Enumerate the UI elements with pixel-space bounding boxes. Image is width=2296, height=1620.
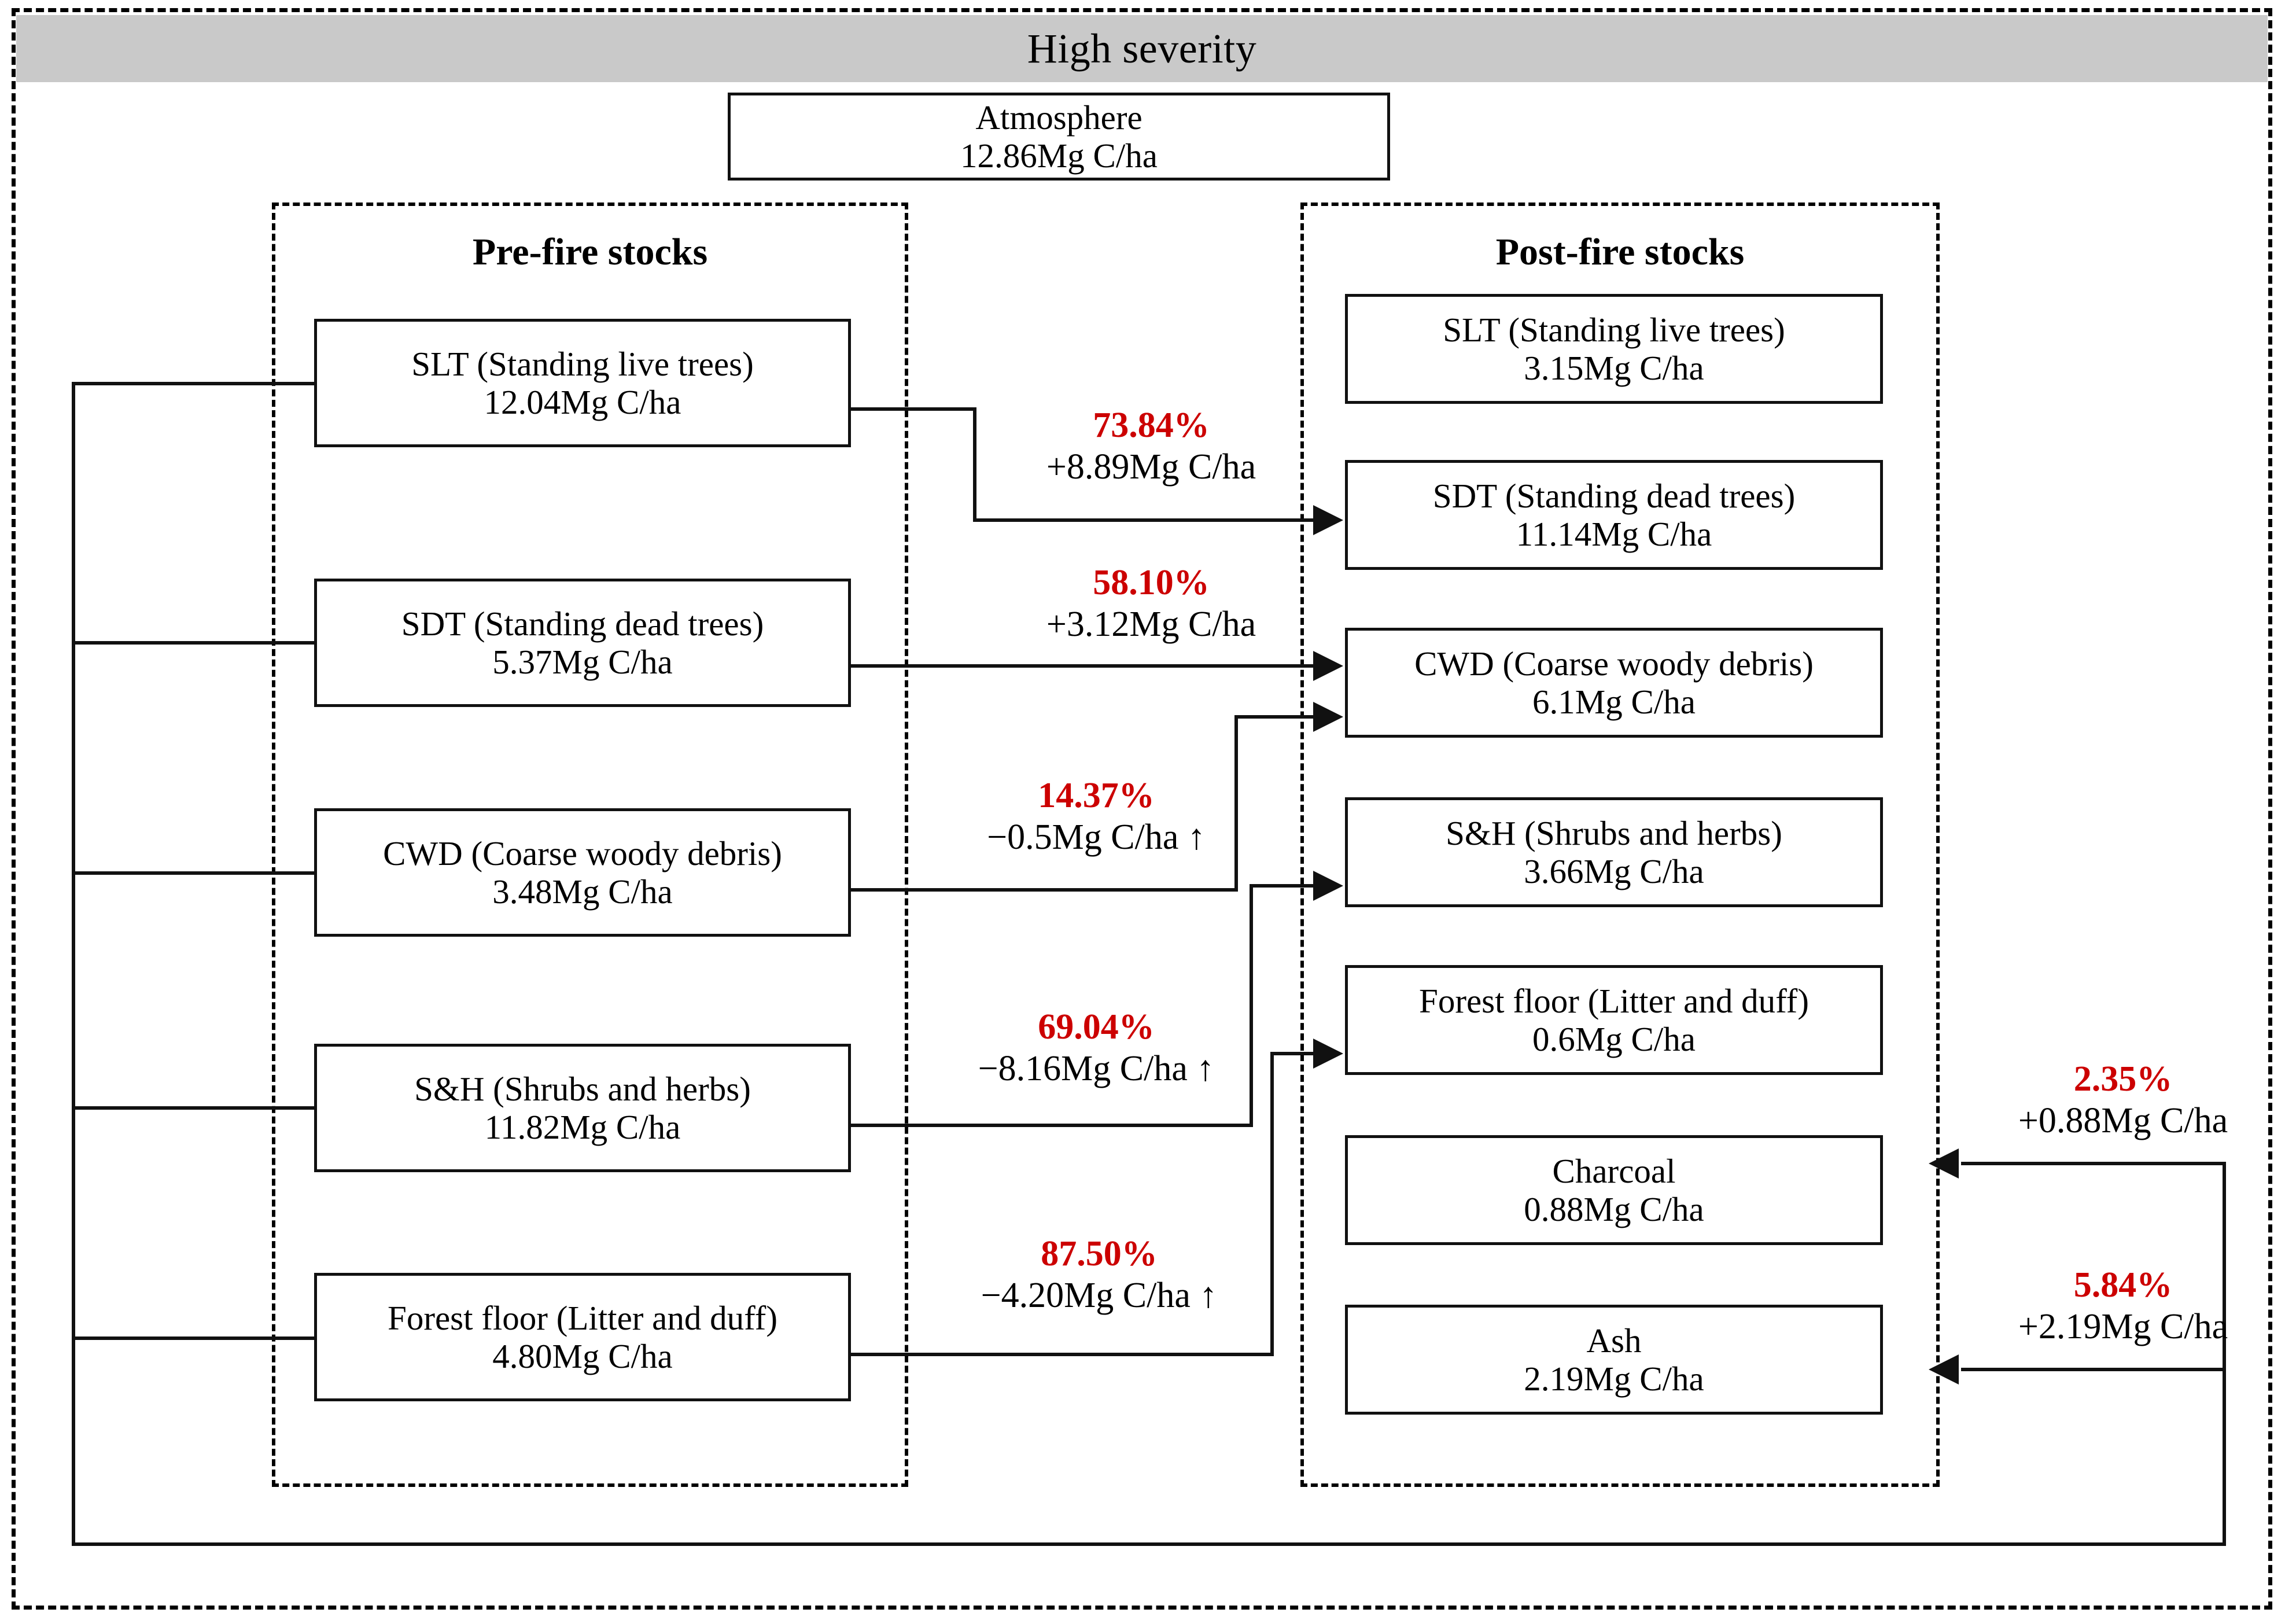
flow-label-ash-percent: 5.84% <box>2073 1265 2173 1305</box>
bottom-return-line <box>72 1542 2226 1546</box>
node-pre-sdt-name: SDT (Standing dead trees) <box>401 604 764 643</box>
node-post-sh-name: S&H (Shrubs and herbs) <box>1446 813 1782 852</box>
node-post-ash-name: Ash <box>1586 1321 1642 1360</box>
node-pre-slt-name: SLT (Standing live trees) <box>411 344 754 383</box>
node-pre-sh-name: S&H (Shrubs and herbs) <box>414 1069 751 1108</box>
flow-label-ff-percent: 87.50% <box>1041 1234 1158 1273</box>
flow-label-ash-amount: +2.19Mg C/ha <box>2018 1306 2228 1346</box>
pre-fire-panel <box>272 203 908 1487</box>
post-fire-panel <box>1300 203 1940 1487</box>
flow-ash-arrowhead <box>1929 1354 1959 1385</box>
node-post-slt: SLT (Standing live trees) 3.15Mg C/ha <box>1345 294 1883 404</box>
node-pre-sdt-value: 5.37Mg C/ha <box>492 643 673 681</box>
left-bracket-branch-slt <box>72 382 316 385</box>
node-post-cwd: CWD (Coarse woody debris) 6.1Mg C/ha <box>1345 628 1883 738</box>
node-post-ash: Ash 2.19Mg C/ha <box>1345 1305 1883 1415</box>
node-atmosphere-name: Atmosphere <box>975 98 1143 137</box>
flow-label-ash: 5.84% +2.19Mg C/ha <box>1961 1265 2285 1348</box>
flow-cwd-seg-v <box>1234 715 1238 892</box>
node-pre-forest-floor-name: Forest floor (Litter and duff) <box>388 1298 777 1337</box>
flow-label-charcoal-amount: +0.88Mg C/ha <box>2018 1100 2228 1140</box>
flow-label-sh: 69.04% −8.16Mg C/ha ↑ <box>928 1007 1264 1090</box>
flow-sh-arrowhead <box>1313 871 1343 901</box>
flow-label-sh-percent: 69.04% <box>1038 1007 1155 1047</box>
node-post-forest-floor-value: 0.6Mg C/ha <box>1532 1020 1696 1058</box>
node-pre-cwd-name: CWD (Coarse woody debris) <box>383 834 782 872</box>
flow-label-slt-sdt-percent: 73.84% <box>1093 406 1210 445</box>
node-atmosphere: Atmosphere 12.86Mg C/ha <box>728 93 1390 181</box>
flow-sh-seg-h1 <box>848 1124 1253 1127</box>
flow-label-sdt-cwd-percent: 58.10% <box>1093 563 1210 602</box>
flow-cwd-seg-h2 <box>1234 715 1314 719</box>
node-post-slt-name: SLT (Standing live trees) <box>1443 310 1785 349</box>
flow-slt-sdt-arrowhead <box>1313 505 1343 535</box>
flow-label-slt-sdt-amount: +8.89Mg C/ha <box>1046 447 1256 487</box>
flow-label-cwd-amount: −0.5Mg C/ha ↑ <box>987 817 1206 857</box>
flow-label-sdt-cwd-amount: +3.12Mg C/ha <box>1046 604 1256 644</box>
node-pre-forest-floor: Forest floor (Litter and duff) 4.80Mg C/… <box>314 1273 851 1401</box>
flow-cwd-arrowhead <box>1313 702 1343 732</box>
right-return-spine <box>2223 1162 2226 1546</box>
flow-label-sh-amount: −8.16Mg C/ha ↑ <box>978 1048 1215 1088</box>
left-bracket-branch-forest-floor <box>72 1337 316 1340</box>
flow-charcoal-seg-h <box>1961 1162 2225 1165</box>
flow-label-ff: 87.50% −4.20Mg C/ha ↑ <box>926 1234 1273 1317</box>
left-bracket-branch-cwd <box>72 871 316 875</box>
node-post-slt-value: 3.15Mg C/ha <box>1524 349 1704 387</box>
flow-sdt-cwd-seg-h <box>848 664 1314 668</box>
outer-dashed-frame <box>12 8 2272 1610</box>
pre-fire-panel-title: Pre-fire stocks <box>472 231 708 273</box>
flow-sh-seg-h2 <box>1250 884 1314 888</box>
node-atmosphere-value: 12.86Mg C/ha <box>960 137 1158 175</box>
flow-slt-sdt-seg-v <box>973 407 976 522</box>
node-post-sdt-name: SDT (Standing dead trees) <box>1432 476 1796 515</box>
node-post-sh: S&H (Shrubs and herbs) 3.66Mg C/ha <box>1345 797 1883 907</box>
flow-label-cwd: 14.37% −0.5Mg C/ha ↑ <box>931 775 1261 859</box>
node-post-sh-value: 3.66Mg C/ha <box>1524 852 1704 890</box>
node-post-ash-value: 2.19Mg C/ha <box>1524 1360 1704 1398</box>
node-post-charcoal-name: Charcoal <box>1552 1151 1676 1190</box>
flow-ff-seg-h1 <box>848 1353 1274 1356</box>
flow-ff-seg-h2 <box>1270 1052 1314 1055</box>
left-bracket-branch-sdt <box>72 641 316 645</box>
flow-charcoal-arrowhead <box>1929 1148 1959 1179</box>
flow-cwd-seg-h1 <box>848 888 1238 892</box>
post-fire-panel-title: Post-fire stocks <box>1495 231 1745 273</box>
flow-ash-seg-h <box>1961 1368 2225 1371</box>
flow-label-slt-sdt: 73.84% +8.89Mg C/ha <box>983 405 1319 488</box>
flow-slt-sdt-seg-h1 <box>848 407 976 411</box>
severity-header-bar: High severity <box>16 15 2268 82</box>
flow-label-sdt-cwd: 58.10% +3.12Mg C/ha <box>978 562 1325 646</box>
node-pre-cwd: CWD (Coarse woody debris) 3.48Mg C/ha <box>314 808 851 937</box>
node-post-sdt-value: 11.14Mg C/ha <box>1516 515 1712 553</box>
node-pre-slt-value: 12.04Mg C/ha <box>484 383 681 421</box>
node-post-charcoal: Charcoal 0.88Mg C/ha <box>1345 1135 1883 1245</box>
node-pre-forest-floor-value: 4.80Mg C/ha <box>492 1337 673 1375</box>
flow-sdt-cwd-arrowhead <box>1313 651 1343 681</box>
flow-slt-sdt-seg-h2 <box>973 518 1314 522</box>
left-bracket-branch-sh <box>72 1106 316 1110</box>
flow-label-charcoal-percent: 2.35% <box>2073 1059 2173 1099</box>
node-post-charcoal-value: 0.88Mg C/ha <box>1524 1190 1704 1228</box>
flow-label-ff-amount: −4.20Mg C/ha ↑ <box>981 1275 1218 1315</box>
node-post-sdt: SDT (Standing dead trees) 11.14Mg C/ha <box>1345 460 1883 570</box>
left-bracket-spine <box>72 382 75 1546</box>
node-post-cwd-value: 6.1Mg C/ha <box>1532 683 1696 721</box>
flow-label-charcoal: 2.35% +0.88Mg C/ha <box>1961 1059 2285 1142</box>
node-post-cwd-name: CWD (Coarse woody debris) <box>1414 644 1814 683</box>
node-post-forest-floor-name: Forest floor (Litter and duff) <box>1419 981 1809 1020</box>
flow-sh-seg-v <box>1250 884 1253 1127</box>
flow-label-cwd-percent: 14.37% <box>1038 776 1155 815</box>
node-pre-sdt: SDT (Standing dead trees) 5.37Mg C/ha <box>314 579 851 707</box>
node-pre-sh-value: 11.82Mg C/ha <box>484 1108 681 1146</box>
severity-title: High severity <box>1027 25 1257 72</box>
node-pre-cwd-value: 3.48Mg C/ha <box>492 872 673 911</box>
flow-ff-seg-v <box>1270 1052 1274 1356</box>
node-pre-slt: SLT (Standing live trees) 12.04Mg C/ha <box>314 319 851 447</box>
flow-ff-arrowhead <box>1313 1039 1343 1069</box>
node-post-forest-floor: Forest floor (Litter and duff) 0.6Mg C/h… <box>1345 965 1883 1075</box>
node-pre-sh: S&H (Shrubs and herbs) 11.82Mg C/ha <box>314 1044 851 1172</box>
